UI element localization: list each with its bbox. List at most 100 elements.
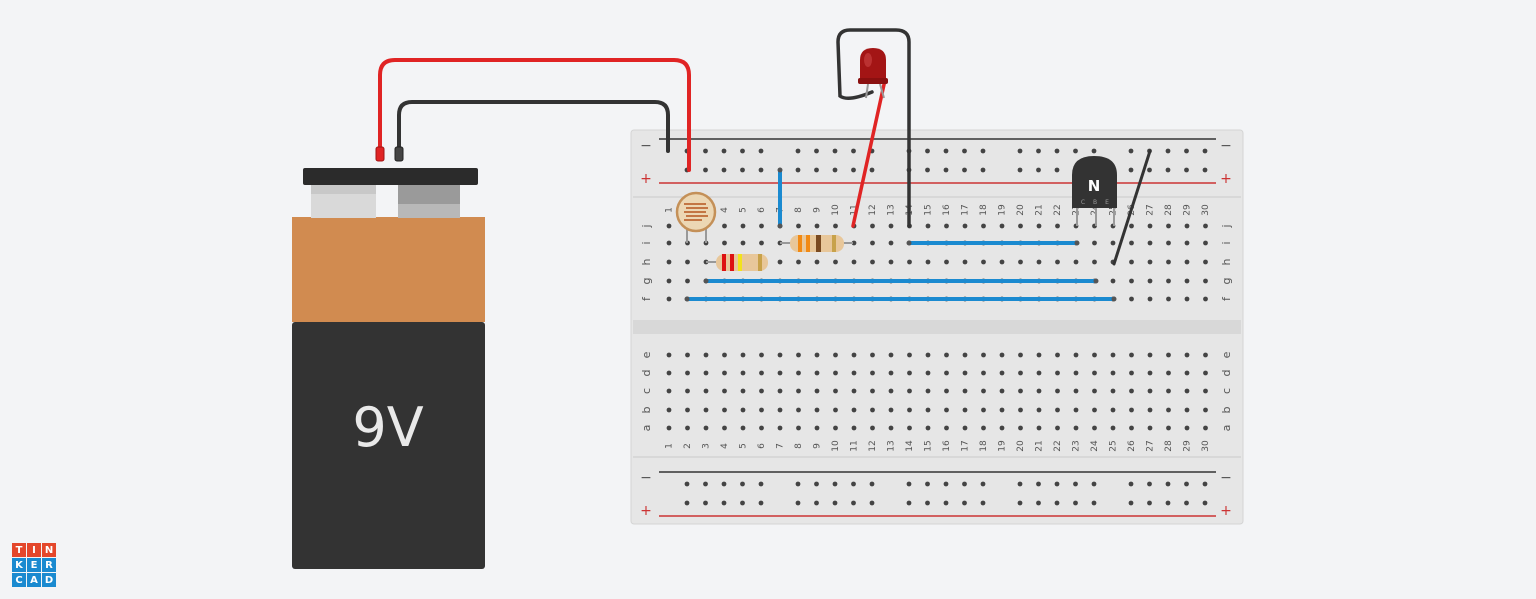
terminal-hole[interactable]: [740, 407, 746, 413]
top-rail-hole[interactable]: [832, 167, 838, 173]
top-rail-hole[interactable]: [1091, 148, 1097, 154]
top-rail-hole[interactable]: [703, 148, 708, 154]
terminal-hole[interactable]: [944, 352, 949, 358]
terminal-hole[interactable]: [1055, 388, 1060, 394]
terminal-hole[interactable]: [833, 388, 838, 394]
wire-black[interactable]: [1112, 149, 1152, 266]
bottom-rail-hole[interactable]: [851, 500, 856, 506]
terminal-hole[interactable]: [999, 223, 1005, 229]
terminal-hole[interactable]: [666, 352, 672, 358]
bottom-rail-hole[interactable]: [1054, 481, 1060, 487]
terminal-hole[interactable]: [870, 370, 875, 376]
top-rail-hole[interactable]: [740, 167, 745, 173]
terminal-hole[interactable]: [870, 388, 875, 394]
terminal-hole[interactable]: [685, 425, 690, 431]
terminal-hole[interactable]: [888, 407, 894, 413]
terminal-hole[interactable]: [1055, 370, 1060, 376]
terminal-hole[interactable]: [1055, 407, 1060, 413]
resistor-1[interactable]: [706, 254, 768, 271]
terminal-hole[interactable]: [851, 259, 857, 265]
top-rail-hole[interactable]: [980, 167, 986, 173]
top-rail-hole[interactable]: [721, 148, 727, 154]
jumper-wires[interactable]: [685, 168, 1116, 301]
terminal-hole[interactable]: [870, 240, 875, 246]
terminal-hole[interactable]: [1147, 352, 1153, 358]
terminal-hole[interactable]: [888, 370, 894, 376]
bottom-rail-hole[interactable]: [1128, 481, 1134, 487]
terminal-hole[interactable]: [1203, 352, 1208, 358]
terminal-hole[interactable]: [666, 407, 672, 413]
bottom-rail-hole[interactable]: [684, 500, 690, 506]
top-rail-hole[interactable]: [795, 148, 801, 154]
terminal-hole[interactable]: [1018, 259, 1023, 265]
terminal-hole[interactable]: [759, 240, 764, 246]
led-cathode-wire[interactable]: [836, 28, 911, 228]
terminal-hole[interactable]: [1184, 407, 1190, 413]
terminal-hole[interactable]: [1073, 352, 1079, 358]
terminal-hole[interactable]: [1203, 388, 1208, 394]
bottom-rail-hole[interactable]: [1165, 481, 1171, 487]
terminal-hole[interactable]: [1166, 223, 1171, 229]
terminal-hole[interactable]: [907, 352, 912, 358]
terminal-hole[interactable]: [1166, 352, 1171, 358]
top-rail-hole[interactable]: [740, 148, 745, 154]
terminal-hole[interactable]: [851, 407, 857, 413]
led-anode-wire[interactable]: [851, 78, 887, 228]
terminal-hole[interactable]: [981, 259, 986, 265]
terminal-hole[interactable]: [759, 388, 764, 394]
terminal-hole[interactable]: [1147, 296, 1153, 302]
terminal-hole[interactable]: [1092, 352, 1097, 358]
bottom-rail-hole[interactable]: [1054, 500, 1060, 506]
terminal-hole[interactable]: [1166, 240, 1171, 246]
top-rail-hole[interactable]: [795, 167, 801, 173]
terminal-hole[interactable]: [981, 407, 986, 413]
terminal-hole[interactable]: [1018, 370, 1023, 376]
terminal-hole[interactable]: [962, 352, 968, 358]
terminal-hole[interactable]: [1166, 407, 1171, 413]
terminal-hole[interactable]: [666, 223, 672, 229]
terminal-hole[interactable]: [851, 425, 857, 431]
terminal-hole[interactable]: [796, 370, 801, 376]
terminal-hole[interactable]: [666, 296, 672, 302]
bottom-rail-hole[interactable]: [906, 481, 912, 487]
terminal-hole[interactable]: [1092, 425, 1097, 431]
top-rail-hole[interactable]: [758, 148, 764, 154]
top-rail-hole[interactable]: [1202, 167, 1208, 173]
terminal-hole[interactable]: [777, 352, 783, 358]
terminal-hole[interactable]: [1129, 388, 1134, 394]
terminal-hole[interactable]: [1110, 425, 1116, 431]
bottom-rail-hole[interactable]: [1091, 500, 1097, 506]
terminal-hole[interactable]: [1036, 388, 1042, 394]
terminal-hole[interactable]: [888, 240, 894, 246]
terminal-hole[interactable]: [944, 223, 949, 229]
terminal-hole[interactable]: [1147, 223, 1153, 229]
top-rail-hole[interactable]: [962, 148, 967, 154]
bottom-rail-hole[interactable]: [980, 481, 986, 487]
terminal-hole[interactable]: [1184, 223, 1190, 229]
terminal-hole[interactable]: [907, 425, 912, 431]
terminal-hole[interactable]: [1073, 388, 1079, 394]
terminal-hole[interactable]: [722, 370, 727, 376]
bottom-rail-hole[interactable]: [758, 481, 764, 487]
top-rail-hole[interactable]: [869, 167, 875, 173]
terminal-hole[interactable]: [666, 240, 672, 246]
terminal-hole[interactable]: [981, 425, 986, 431]
top-rail-hole[interactable]: [832, 148, 838, 154]
bottom-rail-hole[interactable]: [795, 481, 801, 487]
terminal-hole[interactable]: [685, 352, 690, 358]
top-rail-hole[interactable]: [758, 167, 764, 173]
top-rail-hole[interactable]: [1017, 148, 1023, 154]
bottom-rail-hole[interactable]: [851, 481, 856, 487]
terminal-hole[interactable]: [962, 259, 968, 265]
terminal-hole[interactable]: [685, 278, 690, 284]
terminal-hole[interactable]: [796, 352, 801, 358]
terminal-hole[interactable]: [1092, 370, 1097, 376]
terminal-hole[interactable]: [759, 407, 764, 413]
terminal-hole[interactable]: [851, 388, 857, 394]
terminal-hole[interactable]: [1147, 278, 1153, 284]
terminal-hole[interactable]: [759, 425, 764, 431]
terminal-hole[interactable]: [796, 407, 801, 413]
terminal-hole[interactable]: [1166, 278, 1171, 284]
terminal-hole[interactable]: [666, 425, 672, 431]
